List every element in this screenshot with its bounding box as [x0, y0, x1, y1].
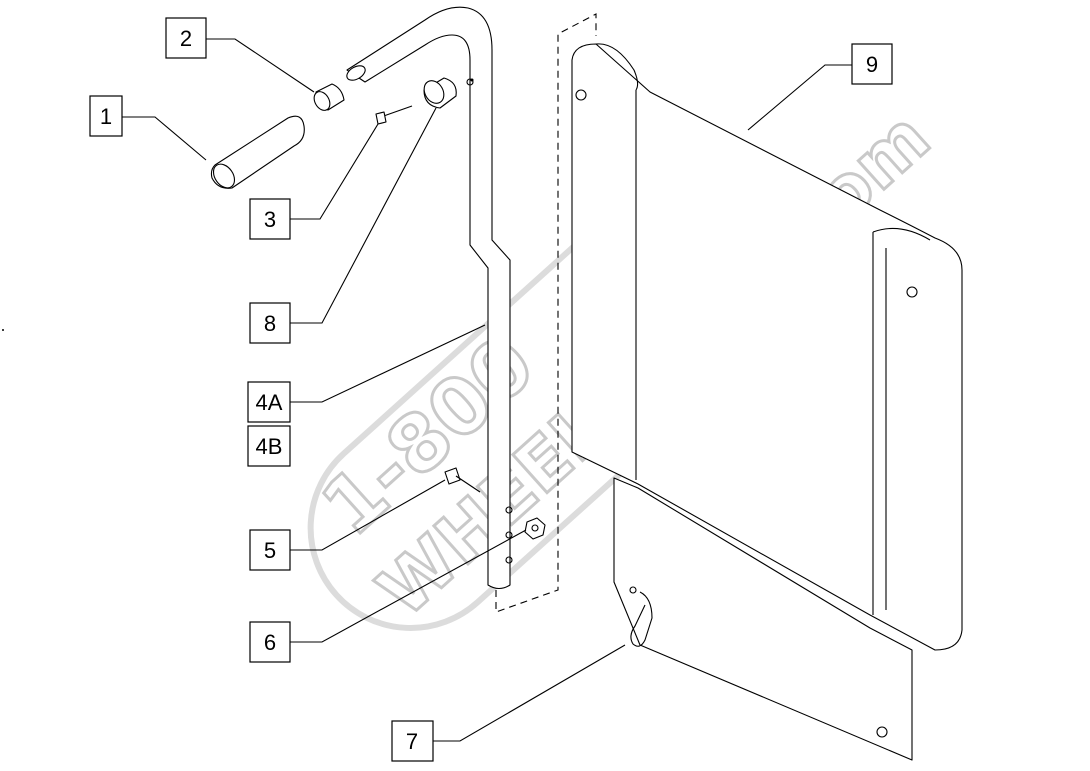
hand-grip [210, 115, 305, 189]
callout-label: 9 [866, 52, 878, 77]
callout-6: 6 [249, 621, 291, 663]
callout-5: 5 [249, 529, 291, 571]
callout-label: 1 [100, 104, 112, 129]
callout-4b: 4B [247, 425, 291, 467]
callout-label: 3 [264, 207, 276, 232]
callout-label: 2 [180, 26, 192, 51]
armrest-tube [346, 6, 513, 590]
callout-1: 1 [89, 95, 123, 137]
callout-label: 5 [264, 538, 276, 563]
callout-label: 7 [406, 729, 418, 754]
end-plug [313, 83, 345, 111]
callout-9: 9 [851, 43, 893, 85]
mounting-outline [495, 13, 597, 613]
callout-label: 4A [256, 390, 283, 415]
callout-3: 3 [249, 198, 291, 240]
bumper [423, 77, 457, 109]
callout-7: 7 [391, 720, 434, 762]
callout-label: 8 [264, 311, 276, 336]
callout-8: 8 [249, 302, 291, 344]
bolt [444, 467, 481, 493]
screw [375, 105, 413, 125]
callout-label: 6 [264, 630, 276, 655]
nut [524, 517, 546, 540]
armrest-pad [571, 43, 963, 651]
callout-4a: 4A [247, 381, 291, 423]
callout-label: 4B [256, 434, 283, 459]
callout-2: 2 [165, 17, 207, 59]
side-panel [613, 477, 913, 761]
leader-lines [2, 38, 852, 742]
hook-clip [630, 591, 653, 647]
